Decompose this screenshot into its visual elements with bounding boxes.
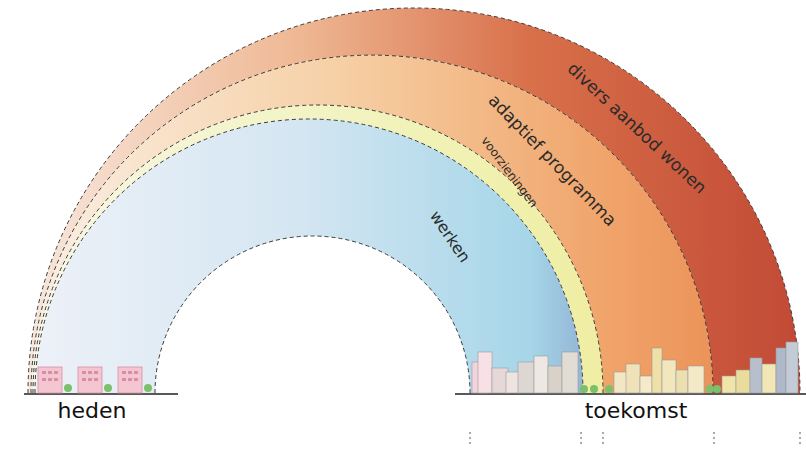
time-label: toekomst [585,398,688,423]
band-label: divers aanbod wonen [563,58,710,197]
band-label: werken [426,207,474,266]
band-label: voorzieningen [478,134,540,210]
band-label: adaptief programma [485,90,621,230]
time-label: heden [58,398,127,423]
